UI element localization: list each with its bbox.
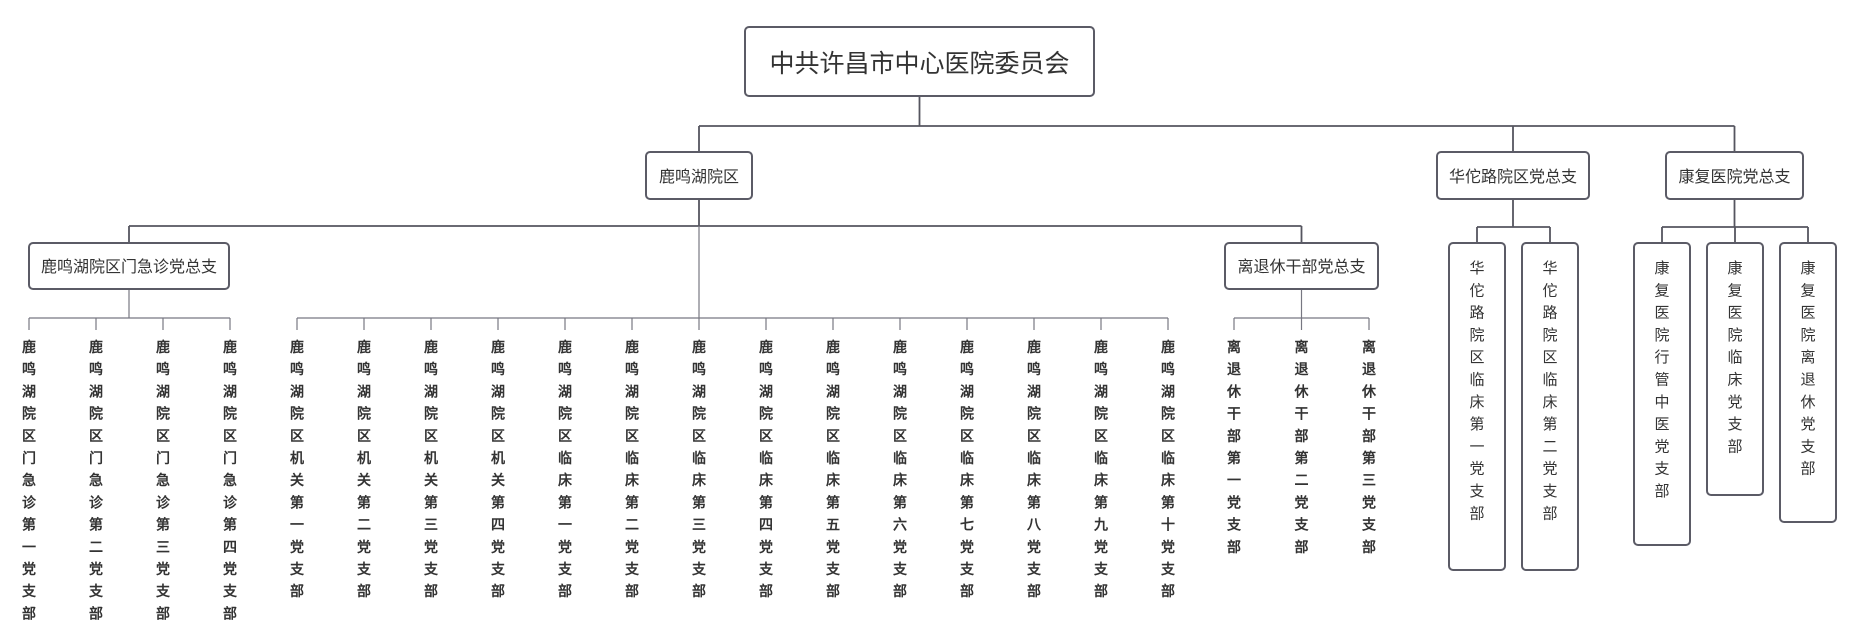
menji-branch-4: 鹿鸣湖院区门急诊第四党支部 bbox=[222, 339, 238, 622]
root-node: 中共许昌市中心医院委员会 bbox=[744, 26, 1095, 97]
luming-branch-label: 鹿鸣湖院区临床第七党支部 bbox=[959, 339, 975, 600]
kangfu-branch-label: 康复医院临床党支部 bbox=[1727, 259, 1742, 455]
luming-branch-label: 鹿鸣湖院区临床第十党支部 bbox=[1160, 339, 1176, 600]
luming-branch-14: 鹿鸣湖院区临床第十党支部 bbox=[1160, 339, 1176, 600]
luming-branch-label: 鹿鸣湖院区机关第二党支部 bbox=[356, 339, 372, 600]
lituixiu-branch-2: 离退休干部第二党支部 bbox=[1294, 339, 1310, 556]
kangfu-branch-2: 康复医院临床党支部 bbox=[1706, 242, 1764, 496]
kangfu-branch-3: 康复医院离退休党支部 bbox=[1779, 242, 1837, 523]
menji-branch-label: 鹿鸣湖院区门急诊第三党支部 bbox=[155, 339, 171, 622]
luming-branch-5: 鹿鸣湖院区临床第一党支部 bbox=[557, 339, 573, 600]
menji-branch-label: 鹿鸣湖院区门急诊第二党支部 bbox=[88, 339, 104, 622]
kangfu-label: 康复医院党总支 bbox=[1678, 167, 1790, 186]
luming-branch-label: 鹿鸣湖院区临床第三党支部 bbox=[691, 339, 707, 600]
huatuo-label: 华佗路院区党总支 bbox=[1449, 167, 1577, 186]
leaf-branches: 鹿鸣湖院区门急诊第一党支部 鹿鸣湖院区门急诊第二党支部 鹿鸣湖院区门急诊第三党支部 鹿… bbox=[21, 242, 1837, 622]
luming-branch-label: 鹿鸣湖院区临床第八党支部 bbox=[1026, 339, 1042, 600]
huatuo-branch-label: 华佗路院区临床第二党支部 bbox=[1542, 259, 1557, 522]
lituixiu-branch-label: 离退休干部第一党支部 bbox=[1226, 339, 1242, 556]
huatuo-branch-2: 华佗路院区临床第二党支部 bbox=[1521, 242, 1579, 571]
huatuo-node: 华佗路院区党总支 bbox=[1436, 151, 1590, 200]
luming-branch-4: 鹿鸣湖院区机关第四党支部 bbox=[490, 339, 506, 600]
lituixiu-branch-3: 离退休干部第三党支部 bbox=[1361, 339, 1377, 556]
menji-node: 鹿鸣湖院区门急诊党总支 bbox=[28, 242, 230, 290]
luming-branch-3: 鹿鸣湖院区机关第三党支部 bbox=[423, 339, 439, 600]
luming-branch-label: 鹿鸣湖院区临床第六党支部 bbox=[892, 339, 908, 600]
luming-branch-7: 鹿鸣湖院区临床第三党支部 bbox=[691, 339, 707, 600]
huatuo-branch-1: 华佗路院区临床第一党支部 bbox=[1448, 242, 1506, 571]
luming-branch-label: 鹿鸣湖院区机关第四党支部 bbox=[490, 339, 506, 600]
connector-lines bbox=[28, 96, 1809, 330]
kangfu-branch-label: 康复医院行管中医党支部 bbox=[1654, 259, 1669, 500]
luming-branch-13: 鹿鸣湖院区临床第九党支部 bbox=[1093, 339, 1109, 600]
luming-branch-label: 鹿鸣湖院区临床第二党支部 bbox=[624, 339, 640, 600]
lituixiu-label: 离退休干部党总支 bbox=[1237, 257, 1365, 276]
luming-branch-label: 鹿鸣湖院区临床第九党支部 bbox=[1093, 339, 1109, 600]
lituixiu-branch-label: 离退休干部第三党支部 bbox=[1361, 339, 1377, 556]
menji-branch-label: 鹿鸣湖院区门急诊第四党支部 bbox=[222, 339, 238, 622]
huatuo-branch-label: 华佗路院区临床第一党支部 bbox=[1469, 259, 1484, 522]
luming-branch-label: 鹿鸣湖院区机关第一党支部 bbox=[289, 339, 305, 600]
luming-branch-2: 鹿鸣湖院区机关第二党支部 bbox=[356, 339, 372, 600]
kangfu-branch-label: 康复医院离退休党支部 bbox=[1800, 259, 1815, 478]
luming-branch-label: 鹿鸣湖院区临床第一党支部 bbox=[557, 339, 573, 600]
menji-branch-1: 鹿鸣湖院区门急诊第一党支部 bbox=[21, 339, 37, 622]
luming-branch-label: 鹿鸣湖院区临床第五党支部 bbox=[825, 339, 841, 600]
lituixiu-branch-label: 离退休干部第二党支部 bbox=[1294, 339, 1310, 556]
lituixiu-branch-1: 离退休干部第一党支部 bbox=[1226, 339, 1242, 556]
lituixiu-node: 离退休干部党总支 bbox=[1224, 242, 1379, 290]
menji-branch-2: 鹿鸣湖院区门急诊第二党支部 bbox=[88, 339, 104, 622]
luming-branch-1: 鹿鸣湖院区机关第一党支部 bbox=[289, 339, 305, 600]
luming-branch-12: 鹿鸣湖院区临床第八党支部 bbox=[1026, 339, 1042, 600]
luming-branch-9: 鹿鸣湖院区临床第五党支部 bbox=[825, 339, 841, 600]
luming-branch-10: 鹿鸣湖院区临床第六党支部 bbox=[892, 339, 908, 600]
menji-branch-3: 鹿鸣湖院区门急诊第三党支部 bbox=[155, 339, 171, 622]
kangfu-node: 康复医院党总支 bbox=[1665, 151, 1804, 200]
menji-label: 鹿鸣湖院区门急诊党总支 bbox=[41, 257, 217, 276]
luming-node: 鹿鸣湖院区 bbox=[645, 151, 753, 200]
luming-branch-label: 鹿鸣湖院区机关第三党支部 bbox=[423, 339, 439, 600]
luming-branch-8: 鹿鸣湖院区临床第四党支部 bbox=[758, 339, 774, 600]
root-label: 中共许昌市中心医院委员会 bbox=[769, 49, 1069, 78]
kangfu-branch-1: 康复医院行管中医党支部 bbox=[1633, 242, 1691, 546]
menji-branch-label: 鹿鸣湖院区门急诊第一党支部 bbox=[21, 339, 37, 622]
luming-label: 鹿鸣湖院区 bbox=[659, 167, 739, 186]
luming-branch-11: 鹿鸣湖院区临床第七党支部 bbox=[959, 339, 975, 600]
luming-branch-label: 鹿鸣湖院区临床第四党支部 bbox=[758, 339, 774, 600]
luming-branch-6: 鹿鸣湖院区临床第二党支部 bbox=[624, 339, 640, 600]
